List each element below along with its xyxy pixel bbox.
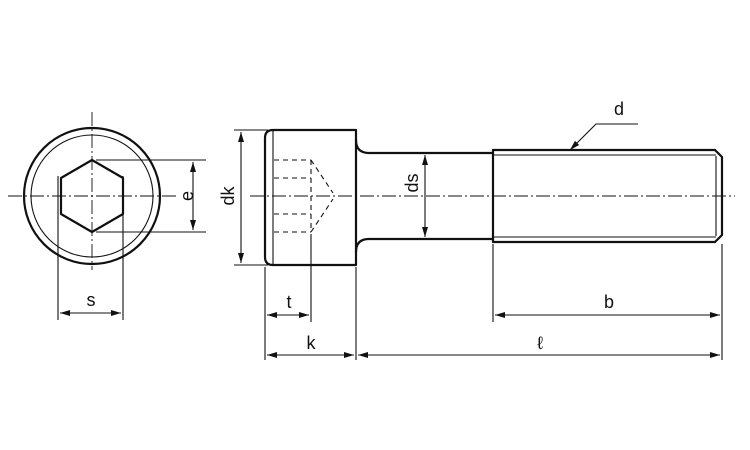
shank-bottom-edge — [354, 237, 495, 254]
head-outline — [263, 128, 358, 267]
d-label: d — [614, 99, 624, 119]
thread-end-chamfer — [713, 148, 724, 244]
end-view: e s — [8, 112, 206, 320]
t-label: t — [286, 292, 291, 312]
ds-label: ds — [402, 173, 422, 192]
k-label: k — [307, 333, 317, 353]
s-label: s — [87, 290, 96, 310]
socket-hidden-lines — [274, 159, 334, 233]
side-view: dk ds d t k b ℓ — [218, 99, 735, 360]
l-label: ℓ — [537, 333, 543, 353]
head-outer-circle — [22, 126, 162, 266]
b-label: b — [604, 292, 614, 312]
head-chamfer-circle — [30, 134, 154, 258]
d-leader-line — [569, 123, 638, 151]
dk-label: dk — [218, 185, 238, 205]
shank-top-edge — [354, 138, 495, 155]
e-label: e — [177, 191, 197, 201]
